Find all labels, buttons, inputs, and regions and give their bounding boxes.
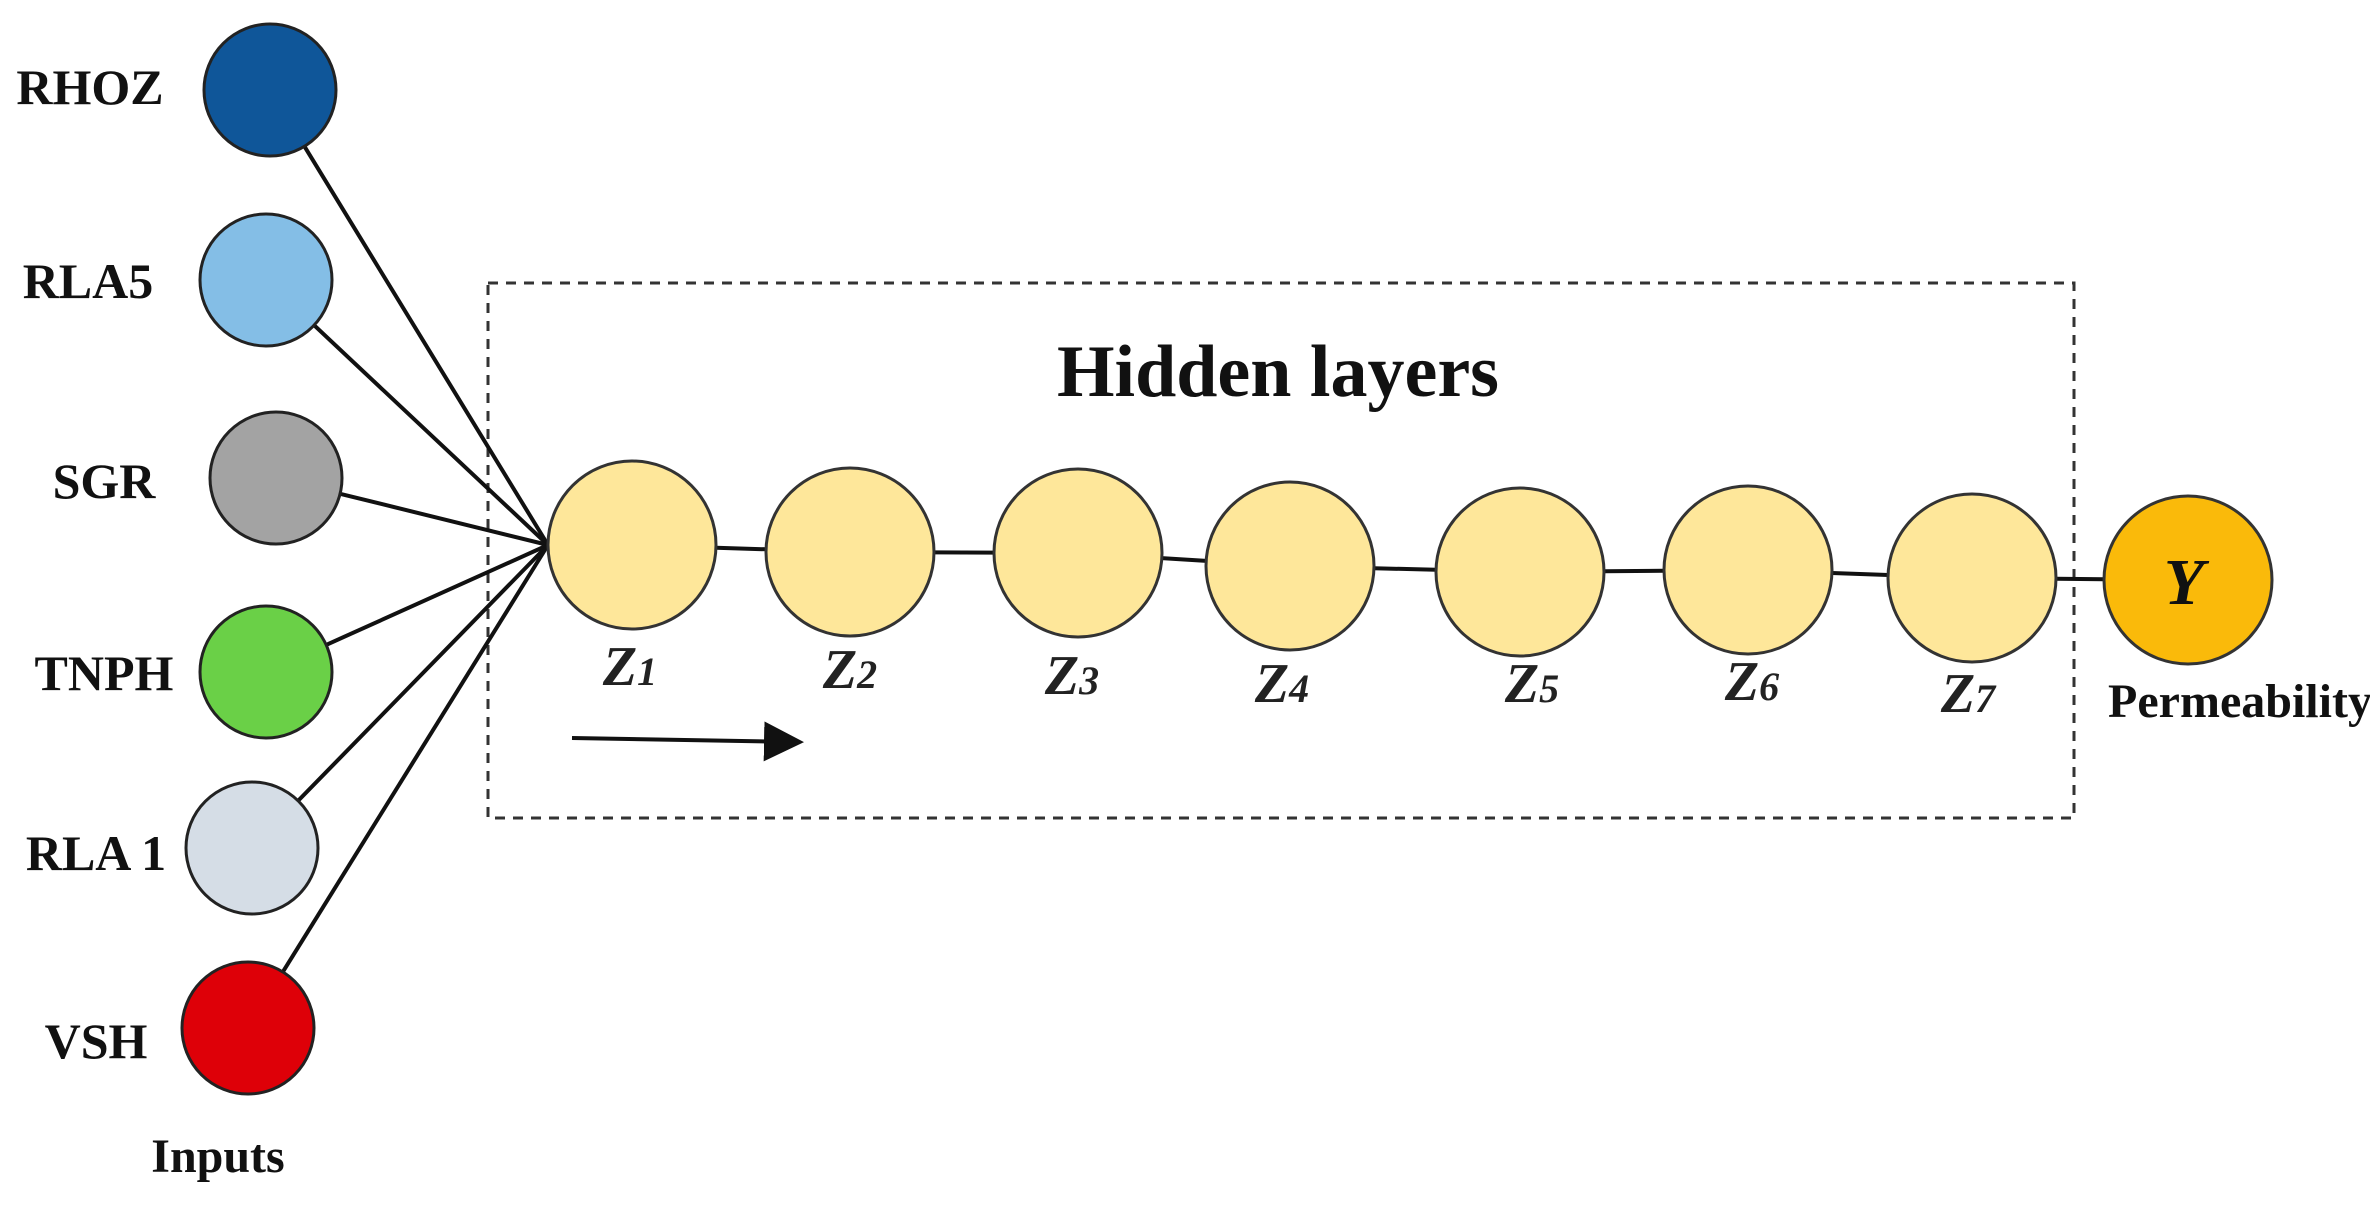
hidden-layer-title: Hidden layers	[1057, 331, 1499, 413]
hidden-node-label: Z7	[1940, 663, 1997, 725]
input-node: TNPH	[35, 604, 334, 740]
input-label: TNPH	[35, 645, 174, 701]
inputs-caption: Inputs	[151, 1130, 284, 1183]
input-node: VSH	[45, 960, 316, 1096]
output-label: Y	[2164, 546, 2210, 619]
hidden-node: Z2	[764, 466, 936, 701]
connection-line	[281, 543, 550, 973]
connection-line	[325, 543, 549, 647]
connection-line	[296, 543, 550, 803]
connection-line	[1373, 566, 1437, 572]
hidden-node-circle	[992, 467, 1164, 639]
hidden-node: Z5	[1434, 486, 1606, 715]
connection-line	[1831, 570, 1889, 578]
input-label: RLA5	[23, 253, 154, 309]
hidden-node: Z4	[1204, 480, 1376, 715]
hidden-node-circle	[764, 466, 936, 638]
output-node: Y	[2102, 494, 2274, 666]
connection-line	[715, 545, 767, 552]
hidden-node-label: Z6	[1724, 651, 1779, 713]
hidden-node-circle	[1886, 492, 2058, 664]
hidden-layer-box	[486, 281, 2076, 820]
connection-line	[1603, 568, 1665, 574]
hidden-node-circle	[1662, 484, 1834, 656]
output-circle	[2102, 494, 2274, 666]
input-label: RHOZ	[16, 59, 163, 115]
hidden-node: Z7	[1886, 492, 2058, 725]
input-circle	[202, 22, 338, 158]
input-label: RLA 1	[26, 825, 166, 881]
output-caption: Permeability	[2108, 675, 2370, 728]
hidden-node: Z3	[992, 467, 1164, 707]
input-label: VSH	[45, 1013, 148, 1069]
hidden-node: Z1	[546, 459, 718, 698]
input-circle	[180, 960, 316, 1096]
input-circle	[184, 780, 320, 916]
input-node: RHOZ	[16, 22, 338, 158]
direction-arrow	[571, 721, 804, 762]
hidden-node-circle	[1434, 486, 1606, 658]
input-circle	[198, 212, 334, 348]
input-circle	[198, 604, 334, 740]
hidden-node-circle	[1204, 480, 1376, 652]
hidden-node-label: Z5	[1504, 653, 1559, 715]
input-node: RLA5	[23, 212, 334, 348]
hidden-node-label: Z4	[1254, 653, 1309, 715]
connection-line	[312, 323, 550, 547]
connection-line	[339, 491, 549, 547]
input-node: SGR	[53, 410, 344, 546]
hidden-node-label: Z2	[822, 639, 877, 701]
hidden-node: Z6	[1662, 484, 1834, 713]
connection-line	[1161, 556, 1207, 563]
hidden-node-circle	[546, 459, 718, 631]
hidden-node-label: Z1	[602, 636, 657, 698]
input-node: RLA 1	[26, 780, 320, 916]
hidden-node-label: Z3	[1044, 645, 1099, 707]
connection-line	[302, 145, 550, 547]
input-circle	[208, 410, 344, 546]
input-label: SGR	[53, 453, 157, 509]
